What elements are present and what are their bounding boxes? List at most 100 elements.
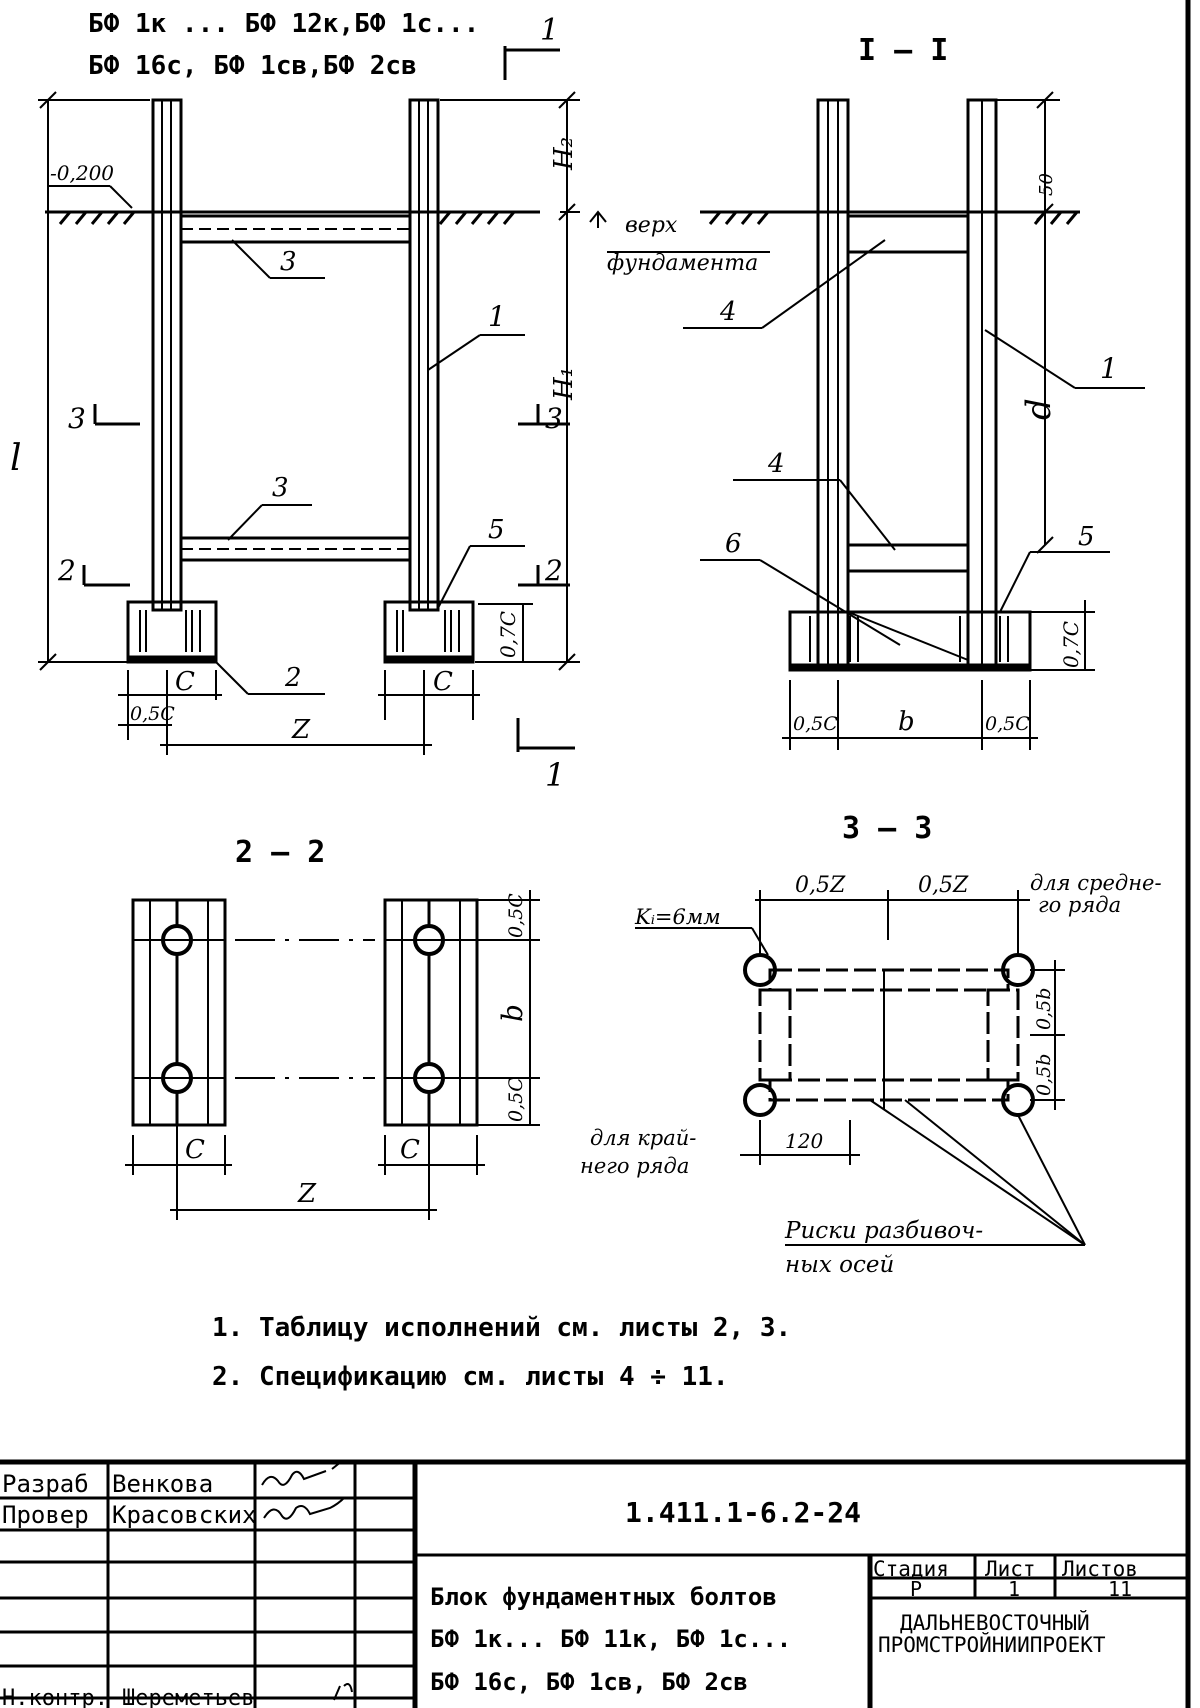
callout-1-section: 1 [984,329,1145,389]
weld-note: Kᵢ=6мм [634,905,721,929]
section-3-3: 3 – 3 0,5Z 0,5Z для средне- го ряда Kᵢ=6… [580,811,1162,1278]
callout-5: 5 [437,515,525,609]
dim-2-2-c-left: C [185,1135,205,1165]
svg-text:1: 1 [545,756,565,794]
sheet-label: Лист [985,1557,1036,1581]
sheets-value: 11 [1108,1577,1132,1601]
cut-3-right: 3 [518,402,570,435]
dim-05b-top: 0,5b [1033,988,1055,1030]
header-line-1: БФ 1к ... БФ 12к,БФ 1с... [88,9,479,39]
dim-h1: H₁ [549,367,579,401]
cut-2-right: 2 [518,554,570,587]
callout-4-bottom: 4 [733,449,896,551]
stage-value: Р [910,1577,922,1601]
note-top-found-1: верх [625,213,678,238]
dim-05z-left: 0,5Z [795,873,846,898]
svg-text:4: 4 [767,449,785,479]
note-axis-marks-2: ных осей [785,1252,894,1278]
dim-2-2-05c-top: 0,5C [505,893,527,938]
svg-text:5: 5 [1078,522,1095,552]
dim-05b-bottom: 0,5b [1033,1054,1055,1096]
section-2-2: 2 – 2 0,5C b 0,5C C [125,835,540,1220]
description-2: БФ 1к... БФ 11к, БФ 1с... [430,1625,791,1653]
sheets-label: Листов [1062,1557,1138,1581]
section-1-1: I – I верх фундамента 50 [589,33,1145,750]
dim-d: d [1019,398,1059,420]
section-cut-label-top: 1 [540,13,559,48]
section-cut-marker-top: 1 [503,13,560,80]
svg-text:5: 5 [488,515,505,545]
note-edge-row-2: него ряда [580,1154,689,1178]
organization-1: ДАЛЬНЕВОСТОЧНЫЙ [900,1610,1090,1635]
elevation-view: -0,200 [10,91,580,794]
note-1: 1. Таблицу исполнений см. листы 2, 3. [212,1313,791,1343]
left-base-plate [126,600,218,664]
role-checker: Провер [2,1501,89,1529]
organization-2: ПРОМСТРОЙНИИПРОЕКТ [878,1632,1106,1657]
dim-2-2-z: Z [297,1179,317,1209]
level-mark: -0,200 [50,161,114,185]
note-edge-row-1: для край- [590,1126,696,1150]
section-3-3-title: 3 – 3 [842,811,932,846]
svg-text:3: 3 [280,247,297,277]
dim-05c: 0,5C [130,703,175,725]
stage-label: Стадия [873,1557,949,1581]
dim-z: Z [291,715,311,745]
note-top-found-2: фундамента [607,251,758,276]
dim-l: l [10,438,22,479]
dim-05c-left: 0,5C [793,713,838,735]
svg-text:3: 3 [545,402,563,435]
description-1: Блок фундаментных болтов [430,1583,777,1611]
note-axis-marks-1: Риски разбивоч- [784,1218,983,1244]
callout-6: 6 [700,529,901,646]
header-line-2: БФ 16с, БФ 1св,БФ 2св [88,51,417,81]
dim-b: b [898,707,915,737]
ground-hatch [58,211,516,225]
dim-120: 120 [785,1129,823,1153]
signature-checker [263,1497,345,1520]
sheet-value: 1 [1008,1577,1020,1601]
callout-1: 1 [427,300,525,371]
callout-4-top: 4 [683,239,886,329]
role-developer: Разраб [2,1470,89,1498]
svg-text:3: 3 [68,402,86,435]
name-developer: Венкова [112,1470,213,1498]
bottom-tie-bar [179,536,412,562]
dim-2-2-c-right: C [400,1135,420,1165]
name-norm-control: Шереметьев [122,1686,254,1708]
section-1-1-title: I – I [858,33,948,68]
role-norm-control: Н.контр. [2,1686,108,1708]
note-2: 2. Спецификацию см. листы 4 ÷ 11. [212,1362,729,1392]
svg-text:1: 1 [488,300,506,333]
callout-2: 2 [215,661,325,695]
section-2-2-title: 2 – 2 [235,835,325,870]
description-3: БФ 16с, БФ 1св, БФ 2св [430,1668,748,1696]
left-bolt [151,98,183,612]
title-block: Разраб Венкова Провер Красовских Н.контр… [0,1459,1188,1708]
svg-text:4: 4 [719,297,737,327]
dim-2-2-b: b [496,1004,529,1022]
svg-text:3: 3 [272,473,289,503]
right-bolt [408,98,440,612]
signature-norm-control [333,1683,353,1701]
svg-text:2: 2 [544,554,563,587]
top-tie-bar [179,214,412,244]
dim-c-left: C [175,667,195,697]
signature-developer [261,1460,346,1486]
svg-text:1: 1 [1100,352,1118,385]
cut-2-left: 2 [57,554,130,587]
callout-3-top: 3 [231,239,325,279]
section-cut-marker-bottom: 1 [516,718,575,794]
dim-07c-section: 0,7C [1059,621,1083,668]
name-checker: Красовских [112,1501,257,1529]
cut-3-left: 3 [68,402,140,435]
callout-3-bottom: 3 [227,473,312,541]
dim-c-right: C [433,667,453,697]
svg-text:6: 6 [725,529,742,559]
dim-05c-right: 0,5C [985,713,1030,735]
callout-5-section: 5 [999,522,1110,613]
dim-05z-right: 0,5Z [918,873,969,898]
svg-text:2: 2 [57,554,76,587]
right-base-plate [383,600,475,664]
